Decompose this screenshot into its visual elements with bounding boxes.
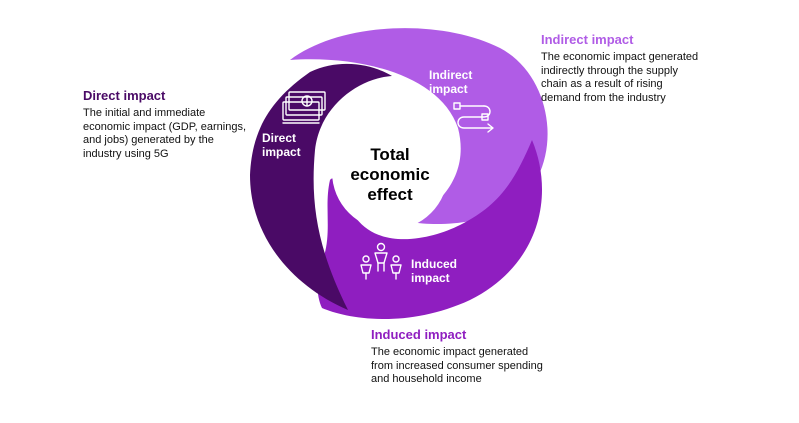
center-label-line2: economic	[350, 165, 429, 184]
callout-induced: Induced impact The economic impact gener…	[371, 327, 546, 387]
indirect-label-line1: Indirect	[429, 68, 472, 82]
callout-induced-text: The economic impact generated from incre…	[371, 346, 543, 385]
callout-direct: Direct impact The initial and immediate …	[83, 88, 253, 161]
center-label-line1: Total	[370, 145, 409, 164]
induced-label-line2: impact	[411, 271, 450, 285]
callout-direct-text: The initial and immediate economic impac…	[83, 107, 247, 160]
direct-label-line1: Direct	[262, 131, 296, 145]
center-circle	[332, 114, 448, 230]
induced-label-line1: Induced	[411, 257, 457, 271]
callout-direct-title: Direct impact	[83, 88, 166, 103]
money-stack-icon	[282, 91, 326, 124]
segment-induced	[317, 140, 543, 320]
supply-chain-flow-icon	[453, 102, 494, 133]
callout-indirect: Indirect impact The economic impact gene…	[541, 32, 701, 105]
callout-indirect-title: Indirect impact	[541, 32, 634, 47]
segment-direct	[250, 63, 392, 310]
people-icon	[360, 242, 402, 280]
segment-indirect	[290, 28, 548, 225]
center-label-line3: effect	[367, 185, 413, 204]
indirect-label-line2: impact	[429, 82, 468, 96]
direct-label-line2: impact	[262, 145, 301, 159]
callout-induced-title: Induced impact	[371, 327, 467, 342]
callout-indirect-text: The economic impact generated indirectly…	[541, 51, 699, 104]
